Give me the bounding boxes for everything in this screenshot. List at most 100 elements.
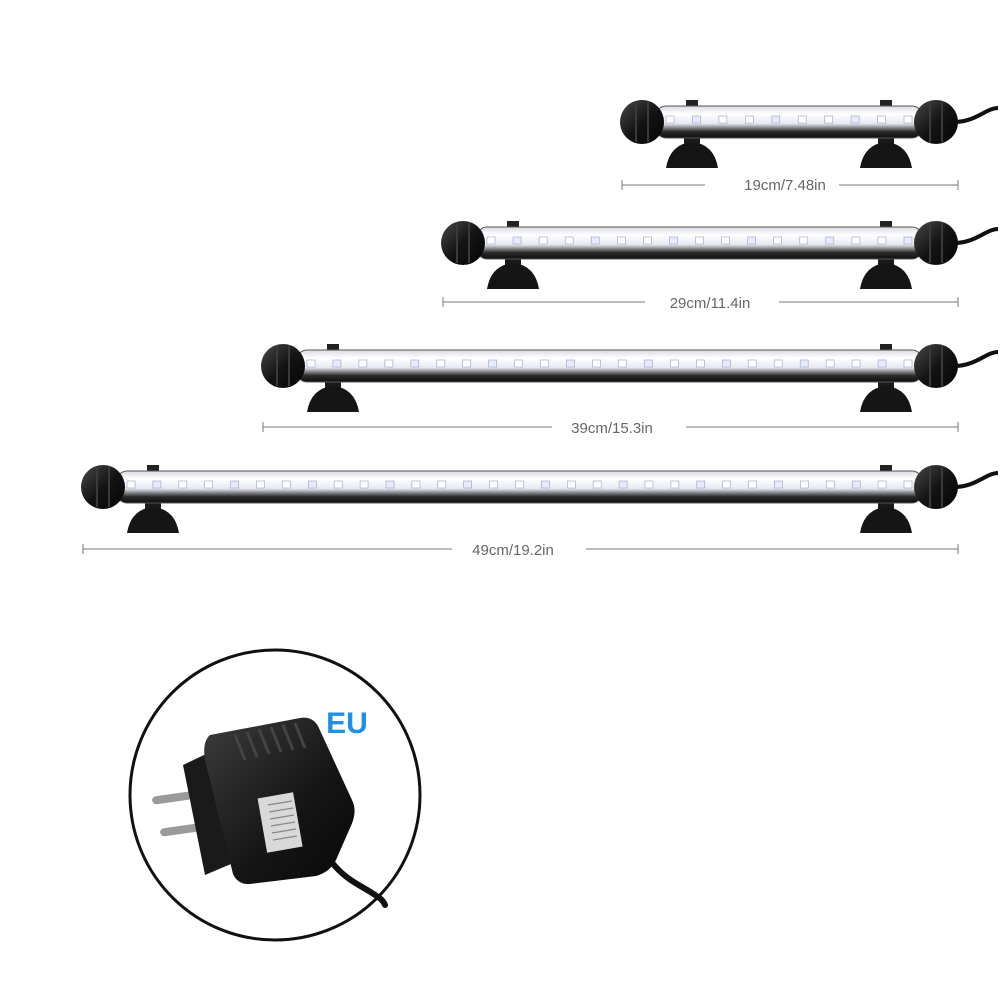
- power-cable: [953, 350, 999, 368]
- led-chip: [903, 359, 913, 368]
- clip: [880, 221, 892, 229]
- led-chip: [230, 480, 239, 489]
- led-chip: [437, 480, 447, 489]
- led-light-bar-2: [441, 221, 999, 307]
- led-chip: [903, 480, 913, 489]
- led-chip: [774, 480, 783, 489]
- led-chip: [877, 115, 886, 124]
- led-chip: [747, 359, 757, 368]
- adapter-ribs: [233, 722, 307, 761]
- led-chip: [489, 480, 498, 489]
- led-chip: [618, 480, 628, 489]
- end-cap-right: [914, 344, 958, 388]
- plug-pin-top: [152, 791, 192, 805]
- sticker-lines: [267, 800, 298, 841]
- led-chip: [773, 359, 783, 368]
- led-chip: [618, 359, 627, 368]
- led-chip: [644, 359, 653, 368]
- led-chip: [745, 115, 754, 124]
- led-chip: [692, 115, 701, 124]
- adapter-label-sticker: [257, 792, 303, 853]
- length-label-29cm: 29cm/11.4in: [670, 295, 751, 312]
- led-chip: [358, 359, 368, 368]
- led-chip: [877, 359, 887, 368]
- led-chip: [463, 480, 473, 489]
- led-chip: [592, 359, 601, 368]
- plug-pin-bottom: [160, 823, 200, 837]
- led-chip: [877, 480, 887, 489]
- end-cap-right: [914, 100, 958, 144]
- suction-cup-icon: [487, 263, 539, 289]
- end-cap-left: [261, 344, 305, 388]
- led-chip: [644, 480, 654, 489]
- led-chip: [282, 480, 291, 489]
- power-adapter-inset: EU: [128, 648, 422, 942]
- suction-cup-icon: [860, 263, 912, 289]
- clip: [507, 221, 519, 229]
- led-light-bar-3: [261, 344, 999, 432]
- led-chip: [670, 359, 679, 368]
- led-chip: [903, 115, 913, 124]
- led-chip: [359, 480, 369, 489]
- led-chip: [748, 480, 757, 489]
- led-chip: [512, 236, 522, 245]
- led-chip: [538, 236, 548, 245]
- led-chip: [665, 115, 675, 124]
- clip: [880, 100, 892, 108]
- led-chip: [566, 480, 576, 489]
- led-chip: [696, 480, 706, 489]
- led-chip: [566, 359, 575, 368]
- power-cable: [953, 106, 999, 124]
- tube: [297, 350, 922, 382]
- led-chip: [488, 359, 497, 368]
- led-chip: [696, 359, 705, 368]
- led-chip: [799, 359, 809, 368]
- led-chip: [178, 480, 188, 489]
- led-chip: [850, 115, 860, 124]
- led-chip: [800, 480, 809, 489]
- led-chip: [307, 480, 317, 489]
- led-chip: [773, 236, 782, 245]
- led-light-bar-1: [620, 100, 999, 190]
- led-chip: [515, 480, 524, 489]
- led-chip: [126, 480, 136, 489]
- power-cable: [953, 227, 999, 245]
- clip: [880, 465, 892, 473]
- led-chip: [825, 236, 835, 245]
- led-chip: [540, 359, 549, 368]
- led-chip: [564, 236, 574, 245]
- suction-cup-icon: [666, 142, 718, 168]
- light-bars: [81, 100, 999, 554]
- led-chip: [877, 236, 887, 245]
- led-chip: [669, 236, 678, 245]
- led-chip: [617, 236, 626, 245]
- suction-cup-icon: [860, 507, 912, 533]
- adapter-cable: [327, 857, 388, 908]
- led-chip: [903, 236, 913, 245]
- led-chip: [670, 480, 680, 489]
- led-chip: [462, 359, 472, 368]
- led-chip: [824, 115, 833, 124]
- led-chip: [747, 236, 756, 245]
- led-chip: [851, 236, 861, 245]
- clip: [686, 100, 698, 108]
- led-chip: [152, 480, 162, 489]
- led-chip: [771, 115, 781, 124]
- clip: [880, 344, 892, 352]
- led-chip: [718, 115, 728, 124]
- led-chip: [384, 359, 394, 368]
- power-cable: [953, 471, 999, 489]
- led-chip: [590, 236, 600, 245]
- led-chip: [722, 480, 732, 489]
- led-chip: [797, 115, 807, 124]
- led-chip: [825, 480, 835, 489]
- end-cap-right: [914, 465, 958, 509]
- led-chip: [411, 480, 421, 489]
- led-chip: [721, 236, 730, 245]
- power-adapter-icon: [152, 717, 355, 885]
- suction-cup-icon: [860, 386, 912, 412]
- led-chip: [851, 359, 861, 368]
- led-chip: [722, 359, 731, 368]
- led-chip: [486, 236, 496, 245]
- led-chip: [410, 359, 420, 368]
